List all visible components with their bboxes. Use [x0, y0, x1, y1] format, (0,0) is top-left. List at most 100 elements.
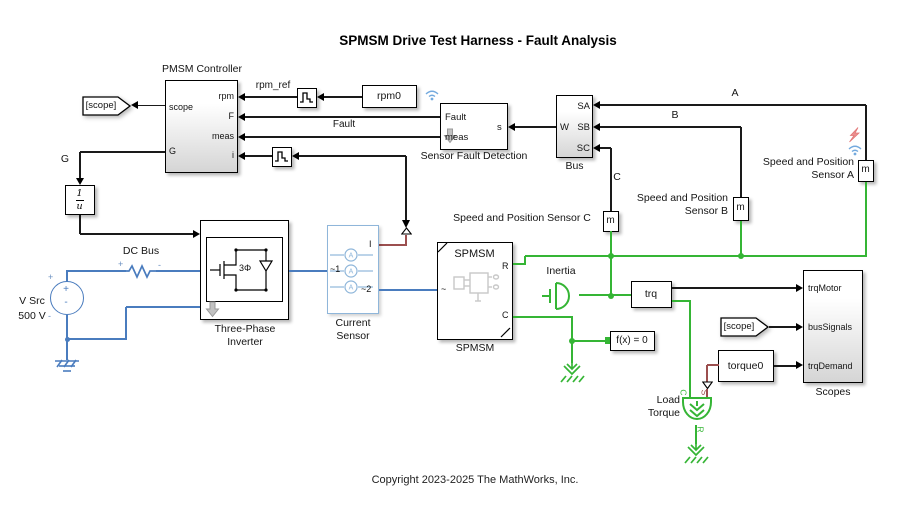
bus-port-sb: SB — [577, 122, 590, 133]
wire-torque0-ps-v — [706, 365, 708, 382]
wire-case-h — [513, 316, 573, 318]
arrow-into-goto — [131, 101, 138, 109]
torque0-block[interactable]: torque0 — [718, 350, 774, 382]
controller-port-rpm: rpm — [218, 91, 235, 101]
reciprocal-block[interactable]: 1 u — [65, 185, 95, 215]
wire-r-jog-v — [524, 256, 526, 265]
sfd-port-fault: Fault — [445, 112, 467, 123]
inertia-name: Inertia — [546, 265, 576, 277]
sfd-port-meas: meas — [445, 132, 469, 143]
arrow-i-in — [238, 152, 245, 160]
controller-port-i: i — [232, 150, 234, 160]
spmsm-name: SPMSM — [455, 342, 495, 354]
sensor-b-m-block[interactable]: m — [733, 197, 749, 221]
simulink-ps-converter — [701, 381, 713, 390]
wire-rpm — [245, 96, 297, 98]
goto-scope-tag[interactable] — [82, 96, 132, 121]
c-wire-label: C — [613, 171, 621, 183]
mechanical-ground-block-2[interactable] — [681, 443, 711, 465]
controller-port-meas: meas — [211, 131, 234, 141]
wire-dc-neg-h2 — [126, 306, 200, 308]
spmsm-block[interactable]: SPMSM ~ R C — [437, 242, 513, 340]
model-title: SPMSM Drive Test Harness - Fault Analysi… — [339, 33, 617, 48]
vsrc-name: V Src — [19, 295, 45, 307]
sensor-a-m-block[interactable]: m — [858, 160, 874, 182]
current-sensor-block[interactable]: A A A ~1 I ~2 — [327, 225, 379, 314]
sensor-a-name-line2: Sensor A — [811, 169, 854, 181]
wire-sensor-a-mech — [865, 182, 867, 257]
sensor-c-m-block[interactable]: m — [603, 211, 619, 232]
scopes-block[interactable]: trqMotor busSignals trqDemand — [803, 270, 863, 383]
wire-mech-rail — [525, 255, 867, 257]
current-sensor-name-line2: Sensor — [336, 330, 370, 343]
vsrc-block[interactable]: + - — [50, 281, 84, 315]
scopes-port-bussignals: busSignals — [808, 322, 853, 332]
rate-transition-rpm-block[interactable] — [297, 88, 317, 108]
wire-ground-lead — [66, 339, 68, 360]
wire-dc-neg-h1 — [67, 338, 126, 340]
wire-b-v — [740, 127, 742, 197]
wire-sensor-c-mech — [610, 231, 612, 257]
wire-bus-w — [515, 126, 556, 128]
electrical-ground-block[interactable] — [52, 358, 82, 380]
inverter-icon-frame — [206, 237, 283, 302]
vsrc-polarity-plus: + — [48, 272, 54, 282]
controller-name: PMSM Controller — [162, 63, 242, 75]
rpm0-block[interactable]: rpm0 — [362, 85, 417, 108]
rate-transition-i-block[interactable] — [272, 147, 292, 167]
gray-down-arrow-badge — [205, 301, 220, 318]
sensor-b-name-line1: Speed and Position — [636, 192, 728, 204]
goto-scope-label: [scope] — [85, 100, 117, 111]
wire-load-ground — [695, 425, 697, 444]
wire-scope-out — [138, 104, 165, 106]
wire-to-solver — [573, 340, 606, 342]
from-scope-tag[interactable] — [720, 317, 770, 342]
inertia-block[interactable] — [541, 280, 581, 312]
wire-c-v — [610, 148, 612, 211]
solver-port-nub — [605, 337, 612, 344]
wire-ac-phase — [289, 270, 327, 272]
bus-port-sc: SC — [576, 143, 590, 154]
resistor-minus-mark: - — [158, 260, 161, 270]
ammeter-a-1: A — [349, 253, 354, 260]
trq-block[interactable]: trq — [631, 281, 672, 308]
arrow-trqmotor-in — [796, 284, 803, 292]
controller-port-f: F — [228, 111, 235, 121]
b-wire-label: B — [671, 109, 679, 121]
variant-corner-mark-tl — [437, 242, 448, 253]
rpm0-label: rpm0 — [377, 90, 401, 102]
load-torque-block[interactable] — [680, 394, 714, 426]
vsrc-minus: - — [64, 297, 68, 308]
pmsm-controller-block[interactable] — [165, 80, 238, 173]
rpm-ref-wire-label: rpm_ref — [255, 80, 291, 91]
variant-corner-mark-br — [500, 327, 511, 338]
three-phase-inverter-block[interactable]: 3Φ — [200, 220, 289, 320]
a-wire-label: A — [731, 87, 739, 99]
fault-lightning-icon — [849, 127, 861, 143]
from-scope-label: [scope] — [723, 321, 755, 332]
spmsm-port-conn: ~ — [441, 284, 447, 294]
wireless-icon-sfd — [425, 90, 439, 101]
wire-meas — [245, 136, 440, 138]
dc-bus-resistor-block[interactable] — [125, 264, 157, 279]
current-sensor-name-line1: Current — [335, 317, 371, 329]
sensor-fault-detection-block[interactable]: Fault meas s — [440, 103, 508, 150]
sensor-a-m-label: m — [861, 164, 870, 175]
wire-gate-h — [80, 233, 193, 235]
sensor-c-m-label: m — [606, 215, 615, 226]
bus-block[interactable]: W SA SB SC — [556, 95, 593, 158]
spmsm-port-r: R — [502, 261, 509, 271]
solver-label: f(x) = 0 — [616, 335, 648, 346]
wire-c-h — [600, 147, 611, 149]
dc-bus-label: DC Bus — [122, 245, 160, 257]
arrow-f-in — [238, 113, 245, 121]
solver-configuration-block[interactable]: f(x) = 0 — [610, 331, 655, 351]
g-wire-label: G — [60, 153, 70, 165]
current-sensor-port-2: ~2 — [361, 284, 372, 294]
trq-label: trq — [644, 288, 658, 300]
load-torque-name-line2: Torque — [647, 407, 680, 419]
spmsm-port-c: C — [502, 310, 509, 320]
sensor-a-name-line1: Speed and Position — [762, 156, 854, 168]
mechanical-ground-block-1[interactable] — [557, 362, 587, 384]
arrow-rate-i-in — [292, 152, 299, 160]
